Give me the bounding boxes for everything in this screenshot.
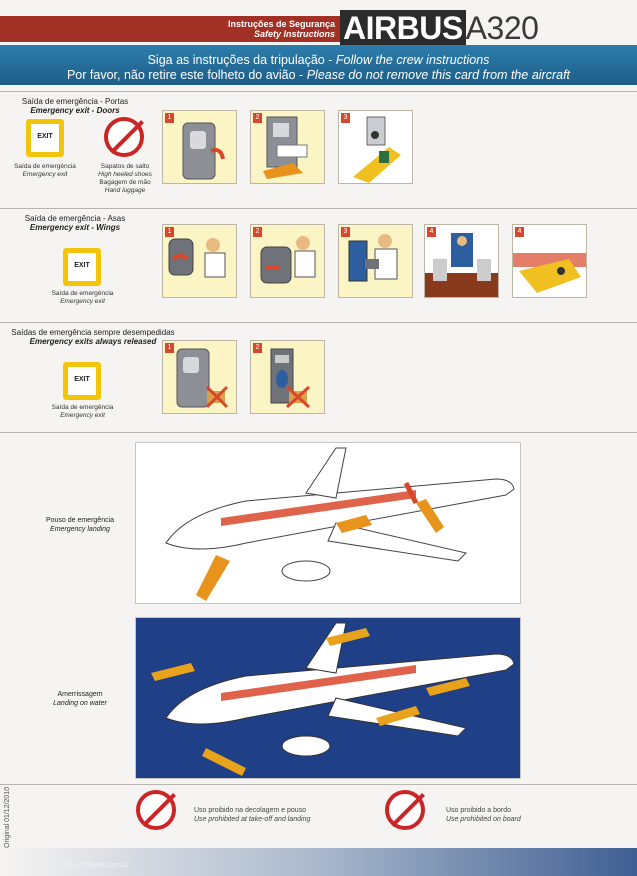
plane-landing-illustration: [165, 447, 515, 601]
exit-sign-label: EXIT: [37, 133, 53, 140]
door-open-illustration: [182, 122, 225, 180]
no-cellphone-icon: [385, 790, 425, 830]
released-step-1: 1: [162, 340, 237, 414]
banner-line-1: Siga as instruções da tripulação - Follo…: [0, 53, 637, 67]
released-step-2: 2: [250, 340, 325, 414]
header-title-pt: Instruções de Segurança: [227, 19, 335, 29]
doors-step-1: 1: [162, 110, 237, 184]
exit-sign: EXIT: [63, 362, 101, 400]
instruction-banner: Siga as instruções da tripulação - Follo…: [0, 45, 637, 85]
header-title-en: Safety Instructions: [253, 29, 335, 39]
slide-evacuation-illustration: [353, 116, 401, 183]
step-number: 2: [253, 227, 262, 237]
step-number: 3: [341, 227, 350, 237]
board-prohibited-en: Use prohibited on board: [446, 816, 521, 823]
doors-exit-caption: Saída de emergência Emergency exit: [10, 163, 80, 179]
takeoff-prohibited-pt: Uso proibido na decolagem e pouso: [194, 807, 307, 814]
wings-step-1: 1: [162, 224, 237, 298]
wings-exit-caption-pt: Saída de emergência: [51, 290, 114, 297]
banner-line-2-pt: Por favor, não retire este folheto do av…: [66, 68, 307, 82]
takeoff-prohibited-en: Use prohibited at take-off and landing: [194, 816, 311, 823]
banner-line-2: Por favor, não retire este folheto do av…: [0, 68, 637, 82]
luggage-en: Hand luggage: [104, 187, 146, 194]
shoes-pt: Sapatos de salto: [100, 163, 150, 170]
board-prohibited-pt: Uso proibido a bordo: [446, 807, 511, 814]
doors-step-2: 2: [250, 110, 325, 184]
doors-prohibited-caption: Sapatos de salto High heeled shoes Bagag…: [85, 163, 165, 195]
wings-step-2: 2: [250, 224, 325, 298]
wings-step-3: 3: [338, 224, 413, 298]
blocked-wing-exit-illustration: [270, 348, 311, 409]
wings-title-en: Emergency exit - Wings: [29, 223, 121, 232]
step-number: 4: [427, 227, 436, 237]
wings-step-4b: 4: [512, 224, 587, 298]
landing-label-pt: Pouso de emergência: [45, 517, 115, 524]
released-exit-caption-pt: Saída de emergência: [51, 404, 114, 411]
water-label-en: Landing on water: [53, 700, 107, 707]
released-exit-caption: Saída de emergência Emergency exit: [45, 404, 120, 420]
doors-exit-caption-pt: Saída de emergência: [14, 163, 76, 170]
doors-title-en: Emergency exit - Doors: [30, 106, 120, 115]
wing-exit-discard-illustration: [348, 234, 398, 282]
banner-line-2-en: Please do not remove this card from the …: [306, 68, 571, 82]
plane-water-illustration: [151, 622, 515, 776]
landing-label: Pouso de emergência Emergency landing: [25, 516, 135, 534]
doors-title-pt: Saída de emergência - Portas: [21, 97, 129, 106]
wing-slide-illustration: [513, 253, 586, 293]
doors-section-title: Saída de emergência - Portas Emergency e…: [15, 97, 135, 115]
airbus-logo: AIRBUSA320: [340, 10, 539, 47]
step-number: 2: [253, 113, 262, 123]
step-number: 1: [165, 113, 174, 123]
divider: [0, 208, 637, 209]
exit-sign: EXIT: [63, 248, 101, 286]
no-electronics-icon: [136, 790, 176, 830]
water-label: Amerrissagem Landing on water: [25, 690, 135, 708]
wings-exit-caption-en: Emergency exit: [60, 298, 105, 305]
no-high-heels-icon: [104, 117, 144, 157]
divider: [0, 322, 637, 323]
wing-exit-pull-illustration: [168, 238, 226, 278]
divider: [0, 784, 637, 785]
board-prohibited-caption: Uso proibido a bordo Use prohibited on b…: [446, 806, 556, 824]
blocked-door-illustration: [176, 348, 229, 409]
original-date: Original 01/12/2010: [4, 786, 11, 848]
exit-sign: EXIT: [26, 119, 64, 157]
landing-label-en: Emergency landing: [50, 526, 110, 533]
luggage-pt: Bagagem de mão: [99, 179, 151, 186]
step-number: 4: [515, 227, 524, 237]
banner-line-1-en: Follow the crew instructions: [335, 53, 490, 67]
released-title-pt: Saídas de emergência sempre desempedidas: [11, 328, 175, 337]
divider: [0, 91, 637, 92]
step-number: 3: [341, 113, 350, 123]
shoes-en: High heeled shoes: [98, 171, 152, 178]
wings-step-4a: 4: [424, 224, 499, 298]
footer-bar: [0, 848, 637, 876]
step-number: 1: [165, 343, 174, 353]
released-exit-caption-en: Emergency exit: [60, 412, 105, 419]
water-label-pt: Amerrissagem: [57, 691, 103, 698]
wing-exit-climb-illustration: [425, 233, 498, 297]
footer-url[interactable]: www.whitejets.com.br: [62, 862, 130, 869]
banner-line-1-pt: Siga as instruções da tripulação -: [147, 53, 336, 67]
released-section-title: Saídas de emergência sempre desempedidas…: [8, 328, 178, 346]
takeoff-prohibited-caption: Uso proibido na decolagem e pouso Use pr…: [194, 806, 334, 824]
exit-sign-label: EXIT: [74, 262, 90, 269]
brand-name: AIRBUS: [340, 10, 466, 46]
doors-exit-caption-en: Emergency exit: [22, 171, 68, 178]
model-name: A320: [465, 10, 539, 46]
wings-exit-caption: Saída de emergência Emergency exit: [45, 290, 120, 306]
wings-title-pt: Saída de emergência - Asas: [24, 214, 126, 223]
doors-step-3: 3: [338, 110, 413, 184]
water-diagram: [135, 617, 521, 779]
wing-exit-remove-illustration: [260, 236, 316, 284]
wings-section-title: Saída de emergência - Asas Emergency exi…: [15, 214, 135, 232]
step-number: 1: [165, 227, 174, 237]
exit-sign-label: EXIT: [74, 376, 90, 383]
released-title-en: Emergency exits always released: [29, 337, 157, 346]
divider: [0, 432, 637, 433]
landing-diagram: [135, 442, 521, 604]
header-title-bar: Instruções de Segurança Safety Instructi…: [0, 16, 345, 42]
door-push-illustration: [263, 116, 308, 179]
step-number: 2: [253, 343, 262, 353]
